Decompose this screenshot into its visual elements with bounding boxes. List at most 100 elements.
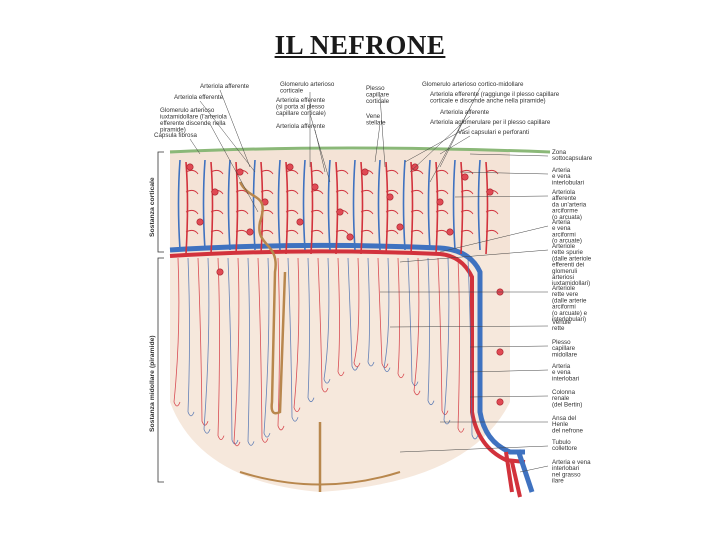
- leader-line: [399, 445, 549, 453]
- vasa-recta-vessel: [413, 257, 421, 396]
- afferent-arteriole: [410, 229, 424, 235]
- afferent-arteriole: [360, 189, 374, 195]
- leader-line: [404, 125, 471, 163]
- leader-line: [459, 171, 549, 175]
- page-title: IL NEFRONE: [274, 30, 446, 60]
- interlobular-vein: [477, 159, 481, 251]
- afferent-arteriole: [485, 209, 499, 215]
- label-medulla: Sostanza midollare (piramide): [149, 335, 156, 432]
- leader-line: [454, 195, 549, 198]
- interlobular-artery: [485, 161, 489, 255]
- glomerulus: [196, 218, 204, 226]
- label-capsula-fibrosa: Capsula fibrosa: [154, 132, 198, 139]
- glomerulus: [436, 198, 444, 206]
- afferent-arteriole: [435, 209, 449, 215]
- afferent-arteriole: [285, 169, 299, 175]
- afferent-arteriole: [235, 189, 249, 195]
- label-glomerulo-cortico-midollare: Glomerulo arterioso cortico-midollare: [422, 81, 524, 88]
- afferent-arteriole: [460, 189, 474, 195]
- afferent-arteriole: [360, 209, 374, 215]
- leader-line: [309, 113, 331, 183]
- vasa-recta-vessel: [337, 257, 345, 377]
- interlobular-vein: [352, 159, 356, 251]
- vasa-recta-vessel: [347, 257, 359, 371]
- afferent-arteriole: [435, 189, 449, 195]
- interlobular-artery: [410, 161, 414, 255]
- vasa-recta-vessel: [263, 257, 271, 438]
- afferent-arteriole: [485, 169, 499, 175]
- afferent-arteriole: [460, 169, 474, 175]
- afferent-arteriole: [310, 189, 324, 195]
- afferent-arteriole: [310, 169, 324, 175]
- interlobular-vessels: [177, 159, 499, 255]
- vasa-recta-vessel: [323, 257, 331, 384]
- afferent-arteriole: [460, 229, 474, 235]
- afferent-arteriole: [335, 169, 349, 175]
- leader-line: [429, 107, 471, 183]
- cortex-tissue: [170, 150, 510, 255]
- leader-line: [439, 225, 549, 253]
- interlobular-artery: [460, 161, 464, 255]
- interlobular-vein: [427, 159, 431, 251]
- leader-line: [439, 87, 481, 168]
- leader-line: [399, 249, 549, 263]
- glomerulus: [336, 208, 344, 216]
- vasa-recta-vessel: [307, 257, 315, 403]
- vasa-recta: [173, 257, 479, 447]
- label-arteriola-aglomerulare: Arteriola aglomerulare per il plesso cap…: [430, 119, 551, 126]
- vasa-recta-vessel: [227, 257, 239, 445]
- afferent-arteriole: [210, 209, 224, 215]
- interlobular-vein: [327, 159, 331, 251]
- henle-loop: [238, 181, 287, 415]
- glomerulus: [286, 163, 294, 171]
- afferent-arteriole: [185, 209, 199, 215]
- interlobular-vein: [377, 159, 381, 251]
- interlobular-vein: [302, 159, 306, 251]
- vasa-recta-vessel: [257, 257, 269, 443]
- fibrous-capsule: [169, 146, 551, 154]
- glomerulus: [186, 163, 194, 171]
- label-arteriola-efferente-3: Arteriola efferente (raggiunge il plesso…: [430, 91, 560, 105]
- interlobular-vein: [177, 159, 181, 251]
- vasa-recta-vessel: [377, 257, 389, 369]
- afferent-arteriole: [385, 169, 399, 175]
- afferent-arteriole: [260, 229, 274, 235]
- leader-line: [314, 129, 326, 173]
- vasa-recta-vessel: [427, 257, 435, 406]
- afferent-arteriole: [185, 189, 199, 195]
- label-arteriola-efferente-1: Arteriola efferente: [174, 94, 224, 101]
- vasa-recta-vessel: [407, 257, 419, 387]
- afferent-arteriole: [460, 209, 474, 215]
- label-vasi-capsulari: Vasi capsulari e perforanti: [458, 129, 529, 136]
- afferent-arteriole: [410, 209, 424, 215]
- vasa-recta-vessel: [247, 257, 255, 446]
- glomerulus: [486, 188, 494, 196]
- glomerulus: [246, 228, 254, 236]
- afferent-arteriole: [210, 229, 224, 235]
- glomerulus: [346, 233, 354, 241]
- vasa-recta-vessel: [467, 257, 479, 440]
- interlobular-vein: [452, 159, 456, 251]
- interlobar-artery-hilum: [504, 451, 522, 498]
- afferent-arteriole: [185, 169, 199, 175]
- arcuate-vein: [169, 242, 525, 455]
- vasa-recta-vessel: [277, 257, 285, 431]
- glomerulus: [386, 193, 394, 201]
- interlobular-artery: [385, 161, 389, 255]
- label-arteriola-afferente-3: Arteriola afferente: [440, 109, 490, 116]
- leader-line: [469, 153, 549, 157]
- leader-line: [469, 395, 549, 398]
- leader-line: [519, 465, 549, 473]
